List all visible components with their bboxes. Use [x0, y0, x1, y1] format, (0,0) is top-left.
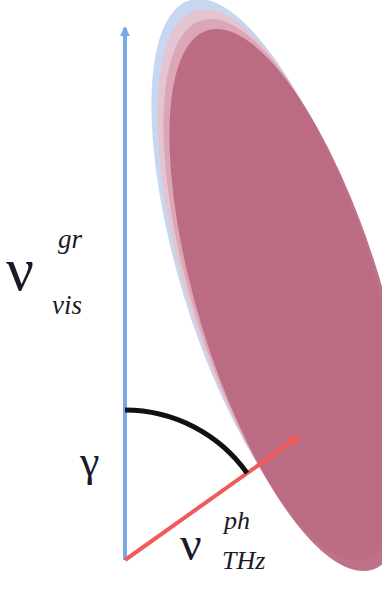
- subscript: vis: [52, 292, 82, 319]
- superscript: ph: [224, 508, 250, 534]
- velocity-symbol: ν: [6, 238, 34, 300]
- superscript: gr: [58, 226, 82, 253]
- group-velocity-arrow: [123, 28, 127, 560]
- pulse-disc: [102, 0, 382, 593]
- velocity-symbol: ν: [180, 520, 202, 568]
- phase-velocity-arrow: [125, 437, 298, 560]
- angle-arc: [125, 410, 247, 473]
- subscript: THz: [222, 548, 265, 574]
- angle-symbol: γ: [80, 440, 99, 484]
